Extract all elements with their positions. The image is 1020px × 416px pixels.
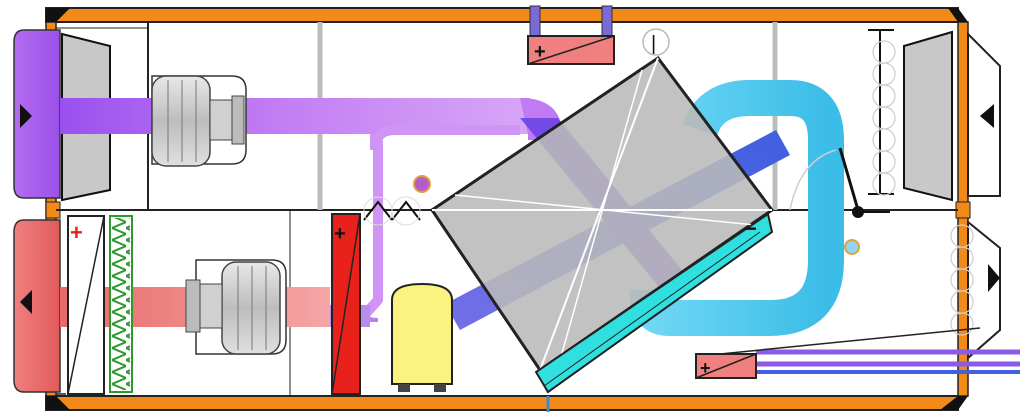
supply-air-stream (60, 98, 562, 324)
air-filter (109, 215, 133, 393)
fresh-air-inlet-connection (13, 219, 61, 393)
filter-coils-top (872, 40, 896, 196)
extract-fan (185, 259, 287, 355)
tray-minus-sign: − (744, 216, 757, 241)
flow-arrow-icon (980, 104, 994, 128)
bypass-damper (363, 196, 421, 226)
centrifugal-fan-icon (151, 75, 211, 167)
exhaust-outlet-connection (967, 31, 1001, 197)
pre-heater: + (67, 215, 105, 395)
recirculation-damper-switch (789, 147, 890, 218)
bottom-heater-plus-sign: + (700, 358, 711, 378)
flow-arrow-icon (988, 264, 1000, 292)
humidifier (391, 282, 453, 392)
flow-arrow-icon (20, 104, 32, 128)
reheater-plus-sign: + (334, 223, 346, 245)
supply-fan (151, 75, 247, 167)
condensate-tray: − (534, 212, 774, 412)
silencer-coil (868, 29, 894, 195)
top-sensor: | (642, 28, 670, 56)
supply-outlet-connection (13, 29, 61, 199)
flow-arrow-icon (20, 290, 32, 314)
reheater-coil: + (331, 213, 361, 395)
extract-air-stream (630, 80, 844, 336)
extract-temp-sensor (844, 239, 860, 255)
filter-coils-bottom (950, 224, 974, 336)
zigzag-filter-icon (112, 218, 130, 390)
heater-plus-sign: + (534, 41, 546, 63)
damper-icon (363, 200, 393, 221)
extract-inlet-connection (967, 219, 1001, 361)
sensor-separator: | (651, 33, 656, 55)
bottom-right-heater: + (695, 327, 1020, 379)
top-heater-coil: + (527, 5, 615, 65)
humidifier-tank-icon (391, 282, 453, 385)
extract-damper (903, 30, 953, 202)
preheater-plus-sign: + (70, 220, 83, 245)
plate-heat-exchanger (429, 55, 775, 373)
supply-temp-sensor (413, 175, 431, 193)
unit-casing (45, 7, 971, 411)
centrifugal-fan-icon (221, 261, 281, 355)
